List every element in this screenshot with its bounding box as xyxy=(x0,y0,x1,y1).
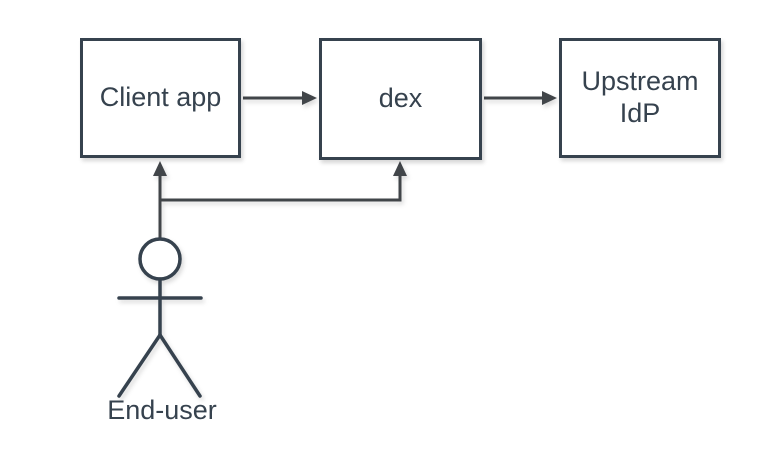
arrow-client-to-dex xyxy=(243,91,317,105)
actor-head xyxy=(138,237,182,281)
arrow-dex-to-idp xyxy=(484,91,557,105)
arrow-enduser-to-dex xyxy=(160,161,407,202)
node-upstream-idp: Upstream IdP xyxy=(559,38,721,158)
end-user-actor-icon xyxy=(117,237,203,398)
actor-leg-right xyxy=(158,333,202,398)
node-upstream-idp-label: Upstream IdP xyxy=(581,66,699,128)
node-client-app: Client app xyxy=(80,38,241,158)
node-client-app-label: Client app xyxy=(99,82,222,113)
arrow-enduser-to-client xyxy=(153,161,167,238)
actor-leg-left xyxy=(117,333,162,398)
end-user-label: End-user xyxy=(107,395,217,425)
node-dex-label: dex xyxy=(378,83,423,114)
node-dex: dex xyxy=(319,38,482,160)
